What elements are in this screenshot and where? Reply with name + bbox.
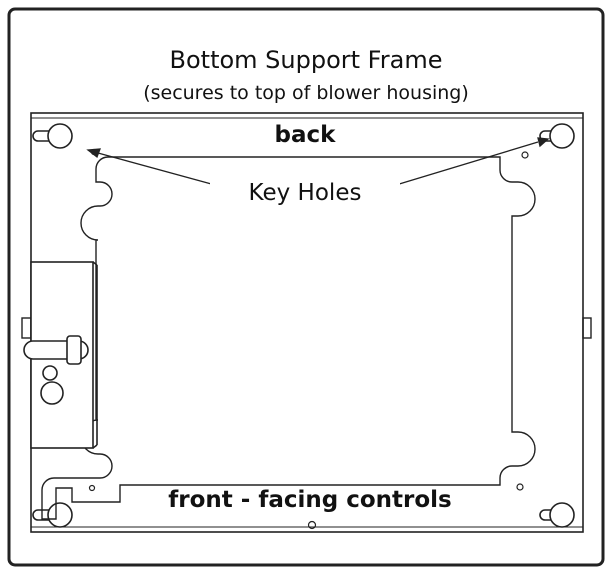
right-side-tab <box>582 317 592 339</box>
left-side-tab <box>21 317 32 339</box>
left-bracket <box>23 261 98 449</box>
key-hole-bottom-right <box>539 502 575 528</box>
bracket-hole-large <box>40 381 64 405</box>
key-hole-bottom-left <box>32 502 73 528</box>
bracket-hole-small <box>42 365 58 381</box>
key-hole-top-left <box>32 123 73 149</box>
bracket-clamp-nut <box>66 335 82 365</box>
outer-border <box>7 7 605 567</box>
key-hole-arrows <box>86 137 550 189</box>
label-back: back <box>274 122 336 148</box>
label-front: front - facing controls <box>130 487 490 513</box>
diagram-title: Bottom Support Frame <box>169 46 443 74</box>
mounting-hole <box>521 151 529 159</box>
diagram-subtitle: (secures to top of blower housing) <box>143 82 469 104</box>
center-cutout <box>41 156 536 520</box>
frame-plate <box>30 112 584 533</box>
mounting-hole <box>88 484 96 492</box>
label-key-holes: Key Holes <box>210 180 400 206</box>
mounting-hole <box>307 520 317 530</box>
key-hole-top-right <box>539 123 575 149</box>
mounting-hole <box>516 483 524 491</box>
